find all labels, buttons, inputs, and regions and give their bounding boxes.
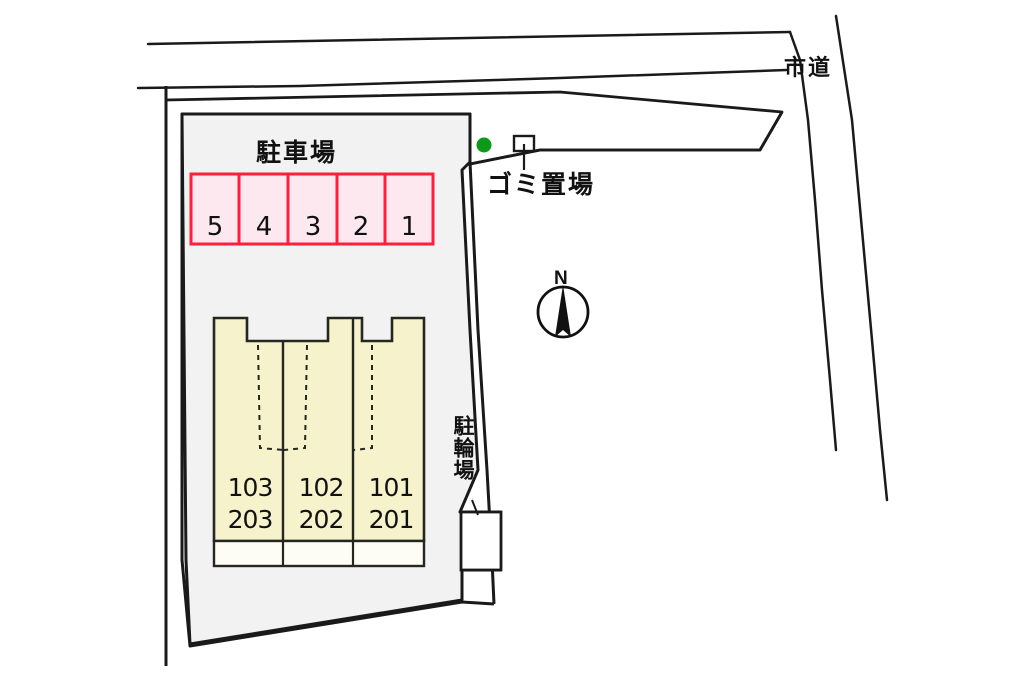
unit-number-201: 201 [368,505,415,534]
parking-stall-number-4: 4 [255,212,273,242]
north-compass [536,285,590,339]
parking-lot-label: 駐車場 [256,138,338,167]
garbage-bin-icon[interactable] [512,134,536,170]
unit-number-202: 202 [298,505,345,534]
bicycle-parking-area[interactable] [459,499,503,572]
bicycle-parking-label: 駐輪場 [451,415,475,481]
property-right-edge [180,112,496,648]
city-road-top [136,30,792,90]
city-road-right [788,14,889,502]
unit-number-102: 102 [298,473,345,502]
unit-number-203: 203 [227,505,274,534]
parking-stall-number-3: 3 [304,212,322,242]
apartment-building[interactable] [212,316,426,568]
bicycle-parking-rect[interactable] [459,510,503,572]
green-dot-marker [476,137,492,153]
parking-stall-group[interactable] [189,172,435,246]
garbage-area-enclosure [469,111,784,166]
north-indicator-label: N [554,268,568,289]
parking-stall-number-5: 5 [206,212,224,242]
parking-stall-3[interactable] [286,172,339,246]
parking-stall-number-2: 2 [352,212,370,242]
bicycle-parking-leader [471,499,479,516]
interior-dashed-lines [257,344,373,451]
balcony-strip [212,539,426,568]
parking-stall-number-1: 1 [400,212,418,242]
garbage-area-label: ゴミ置場 [487,170,596,199]
parking-stall-4[interactable] [237,172,290,246]
city-road-label: 市道 [784,56,833,81]
parking-stall-1[interactable] [383,172,435,246]
unit-number-101: 101 [368,473,415,502]
unit-number-103: 103 [227,473,274,502]
